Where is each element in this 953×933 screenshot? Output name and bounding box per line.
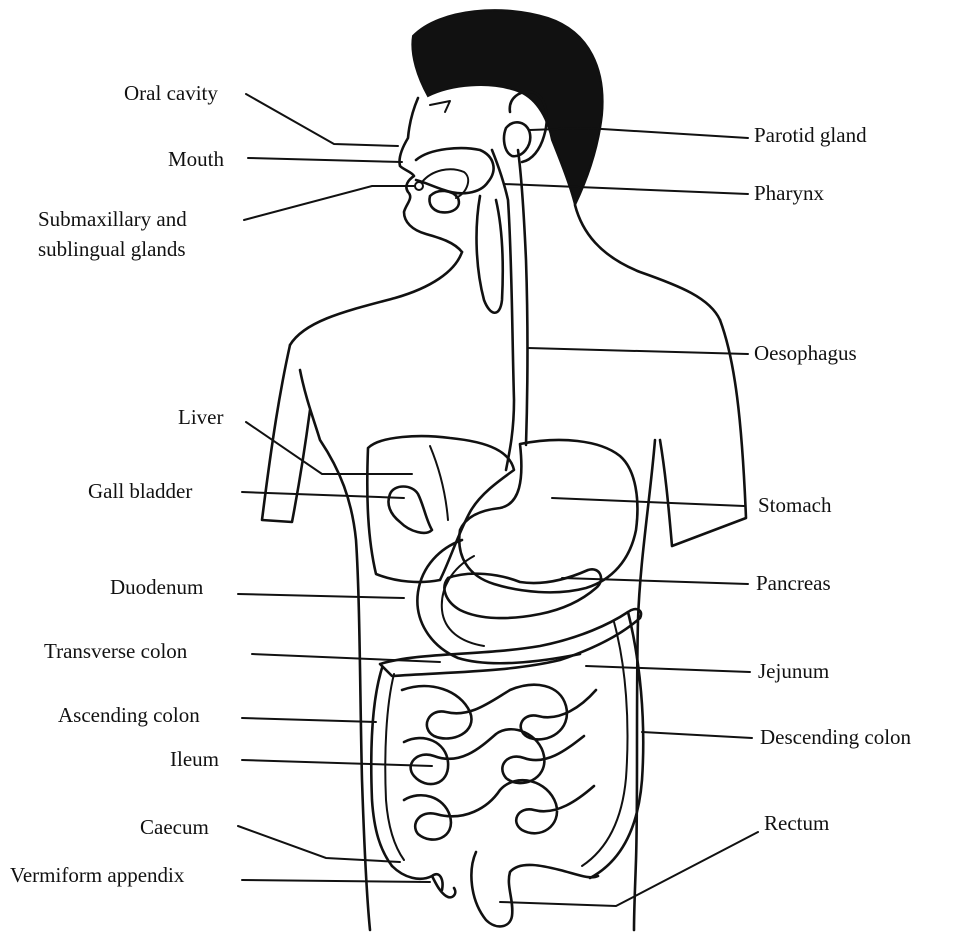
label-submaxillary-line2: sublingual glands — [38, 237, 186, 261]
pharynx-tube — [492, 150, 514, 470]
submaxillary-gland — [429, 191, 458, 212]
label-caecum: Caecum — [140, 815, 209, 839]
leader-oral-cavity — [246, 94, 398, 146]
neck-back — [575, 205, 720, 320]
label-rectum: Rectum — [764, 811, 829, 835]
label-pharynx: Pharynx — [754, 181, 824, 205]
label-stomach: Stomach — [758, 493, 832, 517]
rectum-shape — [471, 852, 598, 926]
labels: Oral cavity Mouth Submaxillary and subli… — [10, 81, 912, 887]
label-duodenum: Duodenum — [110, 575, 203, 599]
leader-vermiform-appendix — [242, 880, 430, 882]
label-descending-colon: Descending colon — [760, 725, 912, 749]
label-gall-bladder: Gall bladder — [88, 479, 192, 503]
gall-bladder-shape — [388, 487, 432, 533]
label-oesophagus: Oesophagus — [754, 341, 857, 365]
leader-jejunum — [586, 666, 750, 672]
label-jejunum: Jejunum — [758, 659, 829, 683]
label-pancreas: Pancreas — [756, 571, 831, 595]
oesophagus-tube — [518, 150, 528, 445]
ascending-colon-inner — [385, 674, 404, 860]
shoulder-left — [290, 252, 462, 345]
pancreas-shape — [444, 569, 601, 618]
eye — [430, 101, 450, 112]
label-liver: Liver — [178, 405, 223, 429]
leader-mouth — [248, 158, 402, 162]
leader-ascending-colon — [242, 718, 376, 722]
label-vermiform-appendix: Vermiform appendix — [10, 863, 185, 887]
stomach-shape — [459, 440, 637, 592]
body-outline — [262, 10, 746, 930]
leader-pharynx — [504, 184, 748, 194]
label-submaxillary-line1: Submaxillary and — [38, 207, 187, 231]
label-mouth: Mouth — [168, 147, 225, 171]
leader-duodenum — [238, 594, 404, 598]
leader-rectum — [500, 832, 758, 906]
small-intestine-coils — [402, 685, 596, 840]
label-parotid-gland: Parotid gland — [754, 123, 867, 147]
leader-ileum — [242, 760, 432, 766]
leader-descending-colon — [642, 732, 752, 738]
descending-colon-inner — [582, 622, 628, 866]
label-ascending-colon: Ascending colon — [58, 703, 200, 727]
leader-oesophagus — [528, 348, 748, 354]
oral-cavity-shape — [416, 148, 494, 193]
sublingual-gland — [415, 182, 423, 190]
leader-pancreas — [562, 578, 748, 584]
label-ileum: Ileum — [170, 747, 219, 771]
hair — [412, 10, 602, 205]
liver-lobe-divide — [430, 446, 448, 520]
label-oral-cavity: Oral cavity — [124, 81, 218, 105]
larynx — [477, 196, 503, 313]
arm-left — [262, 345, 310, 522]
torso-left — [300, 370, 370, 930]
caecum-shape — [392, 866, 443, 890]
label-transverse-colon: Transverse colon — [44, 639, 188, 663]
organs — [367, 122, 643, 926]
leader-submaxillary — [244, 186, 414, 220]
